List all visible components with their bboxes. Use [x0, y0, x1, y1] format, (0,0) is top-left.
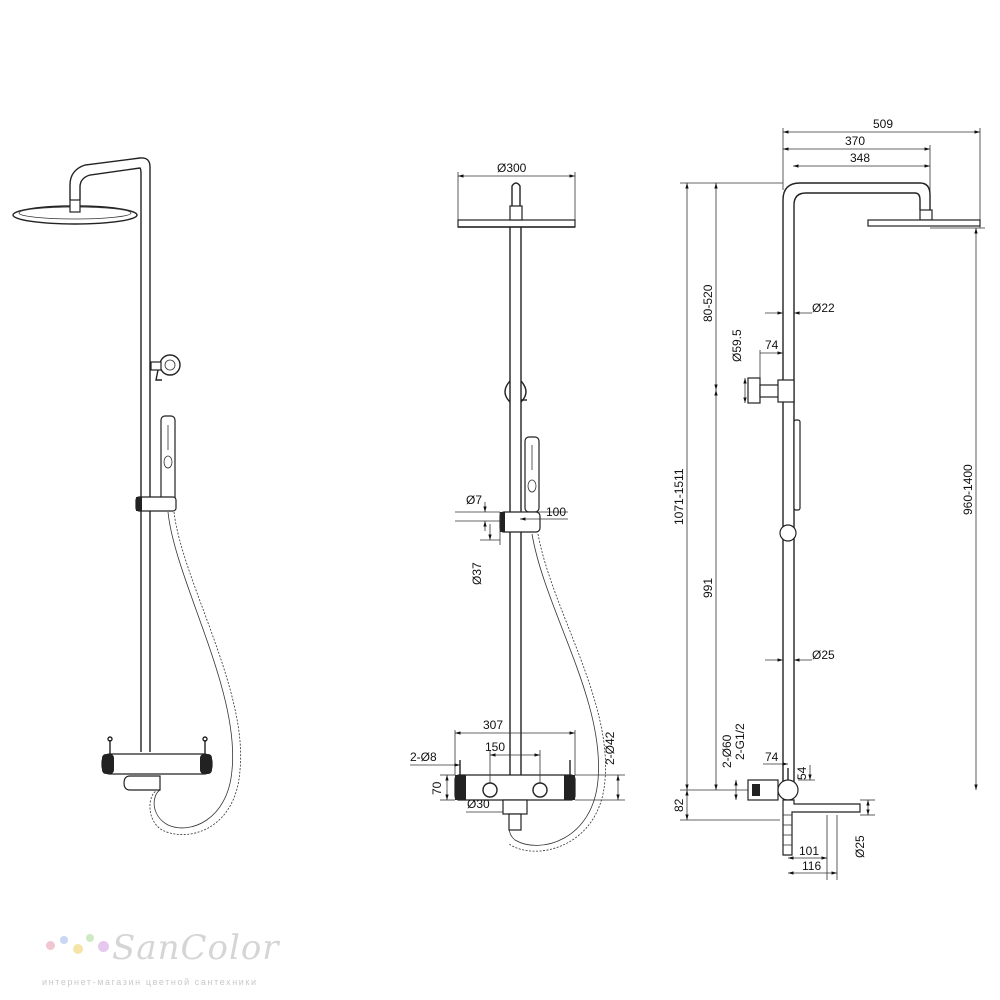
brand-tagline: интернет-магазин цветной сантехники — [42, 977, 258, 987]
dim-arm-length: 348 — [850, 151, 870, 165]
dim-overall-height: 1071-1511 — [672, 468, 686, 525]
side-view: 509 370 348 1071-1511 80-520 991 960-140… — [672, 117, 985, 880]
dim-head-diameter: Ø300 — [497, 161, 527, 175]
dim-lower-pipe: Ø25 — [812, 648, 835, 662]
perspective-view — [12, 157, 242, 835]
tub-spout — [123, 775, 161, 791]
brand-name: SanColor — [112, 928, 280, 968]
head-connector — [69, 199, 81, 213]
dim-bracket-height: 991 — [701, 578, 715, 598]
dim-handle-pin: 2-Ø8 — [410, 750, 437, 764]
front-view: Ø300 Ø7 100 Ø37 — [410, 161, 625, 852]
dim-bracket-diameter: Ø59.5 — [730, 329, 744, 362]
dim-upper-pipe: Ø22 — [812, 301, 835, 315]
dim-bracket-offset: 74 — [765, 338, 779, 352]
wall-bracket — [159, 354, 181, 376]
logo-dot — [60, 936, 68, 944]
logo-dot — [86, 934, 94, 942]
dim-head-height: 960-1400 — [961, 464, 975, 515]
dim-mixer-width: 307 — [483, 718, 503, 732]
dim-total-depth: 509 — [873, 117, 893, 131]
dim-spout-reach: 101 — [799, 844, 819, 858]
dim-inlet-thread: 2-G1/2 — [733, 723, 747, 760]
dim-mixer-offset: 74 — [765, 750, 779, 764]
dim-holder-pin: Ø7 — [466, 493, 482, 507]
front-spout — [502, 799, 528, 815]
dim-handle-height: 54 — [795, 766, 809, 780]
dim-spout-diameter-side: Ø25 — [853, 835, 867, 858]
dim-bracket-range: 80-520 — [701, 284, 715, 322]
shower-arm — [69, 157, 151, 200]
side-tub-spout — [782, 799, 861, 856]
dim-spout-total: 116 — [802, 859, 821, 873]
side-rain-head — [867, 219, 981, 227]
side-hand-shower — [793, 419, 801, 511]
front-hose — [508, 533, 599, 846]
dim-inlet-spacing: 150 — [485, 740, 505, 754]
side-wall-bracket — [747, 377, 761, 404]
dim-mixer-ends: 2-Ø42 — [603, 731, 617, 765]
shower-hose — [153, 511, 234, 829]
logo-dot — [98, 941, 109, 952]
side-shower-arm — [782, 182, 931, 790]
dim-spout-drop: 82 — [672, 798, 686, 812]
front-rain-head — [457, 219, 576, 228]
dim-arm-reach: 370 — [845, 134, 865, 148]
dim-mixer-height: 70 — [430, 781, 444, 795]
logo-dot — [73, 944, 83, 954]
dim-spout-diameter: Ø30 — [467, 797, 490, 811]
logo-dot — [46, 941, 55, 950]
dim-holder-depth: 100 — [546, 505, 566, 519]
dim-inlet-diameter: 2-Ø60 — [720, 734, 734, 768]
thermostatic-mixer — [101, 753, 213, 775]
dim-holder-diameter: Ø37 — [470, 562, 484, 585]
